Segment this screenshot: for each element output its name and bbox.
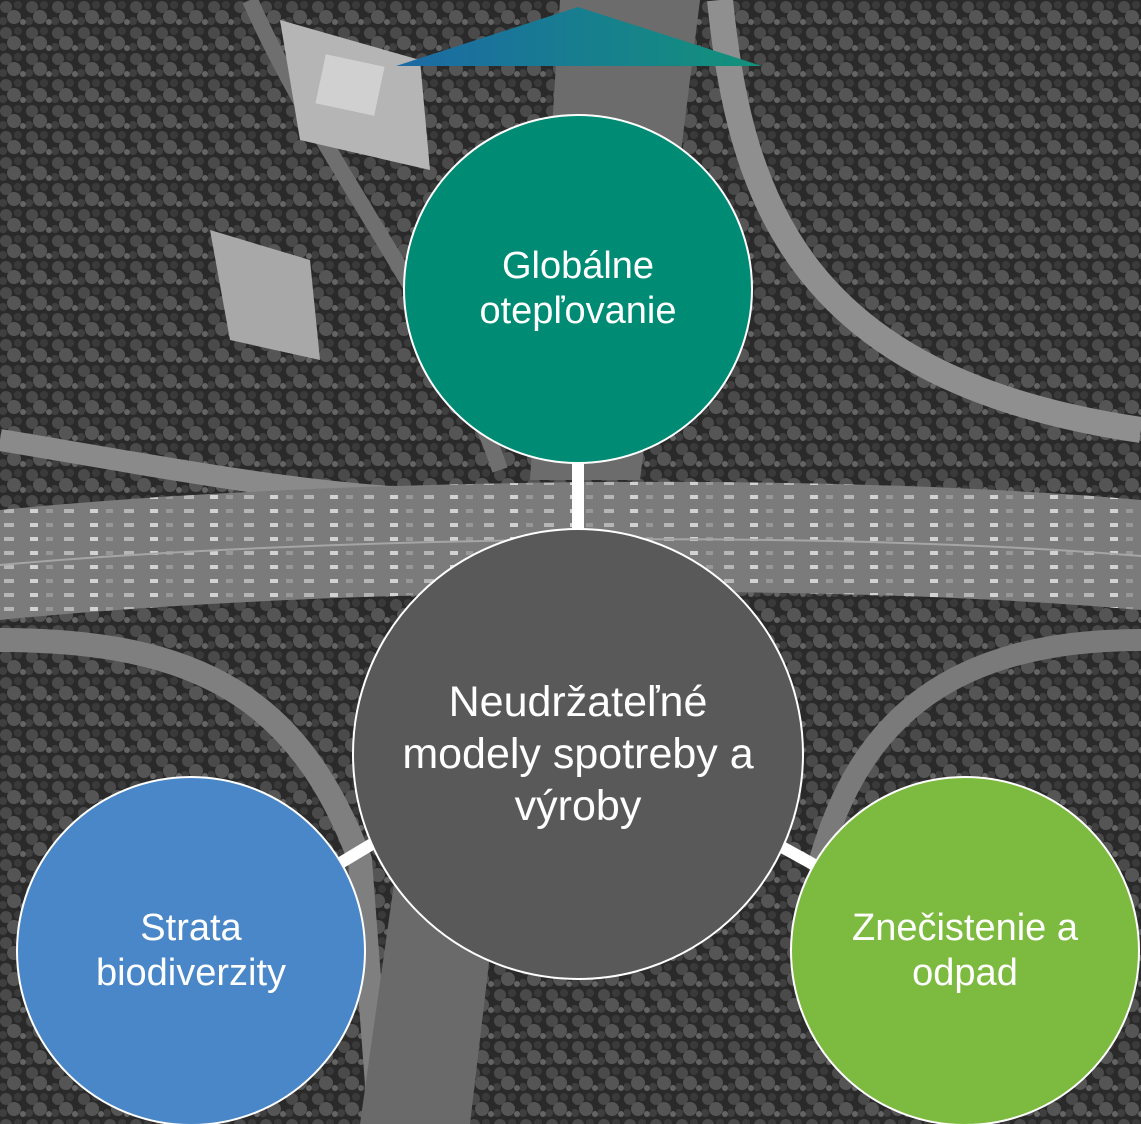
node-global-warming-label: Globálne otepľovanie [479,245,677,332]
node-pollution-waste-label: Znečistenie a odpad [851,907,1078,994]
node-global-warming: Globálne otepľovanie [403,114,753,464]
node-biodiversity-loss-label: Strata biodiverzity [95,907,287,994]
node-biodiversity-loss: Strata biodiverzity [16,776,366,1124]
node-unsustainable-consumption-label: Neudržateľné modely spotreby a výroby [402,678,754,830]
node-pollution-waste: Znečistenie a odpad [790,776,1140,1124]
top-arrow-shape [396,7,762,66]
node-unsustainable-consumption: Neudržateľné modely spotreby a výroby [352,528,804,980]
